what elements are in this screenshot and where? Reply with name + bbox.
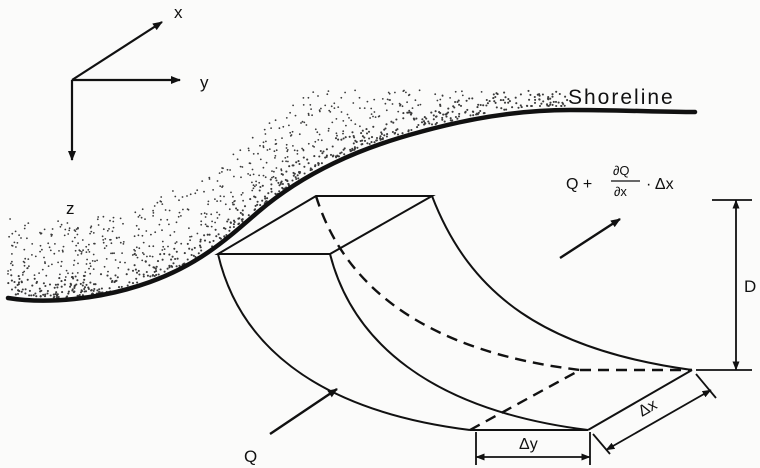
x-axis-label: x: [174, 3, 183, 22]
beach-sand-stipple: [7, 89, 569, 299]
depth-label: D: [744, 277, 756, 296]
inflow-arrow: [269, 388, 338, 435]
outflow-partial-denominator: ∂x: [614, 184, 627, 199]
delta-x-far-tick: [695, 373, 717, 399]
delta-x-near-tick: [592, 433, 611, 455]
outflow-label: Q +: [566, 176, 597, 193]
control-volume: [214, 195, 693, 431]
shoreline-label: Shoreline: [568, 86, 675, 109]
outflow-tail: · Δx: [646, 176, 674, 193]
hidden-profile-curve: [314, 195, 581, 372]
far-profile-curve: [431, 195, 693, 371]
delta-x-arrow: [605, 389, 712, 451]
z-axis-label: z: [66, 199, 75, 218]
outflow-arrow: [559, 217, 621, 260]
hidden-edges: [314, 195, 692, 432]
delta-x-dimension: [592, 373, 717, 455]
middle-profile-curve: [329, 253, 589, 431]
delta-y-label: Δy: [519, 436, 538, 453]
hidden-side-edge: [469, 368, 581, 432]
top-face: [214, 195, 436, 255]
delta-y-dimension: [475, 432, 591, 465]
shoreline-curve: [5, 107, 698, 303]
x-axis-arrow: [71, 21, 163, 81]
bottom-side-edge: [587, 369, 693, 431]
inflow-label: Q: [244, 447, 257, 466]
coordinate-axes: [68, 21, 181, 161]
depth-dimension: [696, 199, 752, 371]
outflow-partial-numerator: ∂Q: [613, 163, 630, 178]
y-axis-label: y: [200, 73, 209, 92]
near-profile-curve: [217, 253, 471, 431]
outflow-formula: Q + ∂Q ∂x · Δx: [566, 163, 674, 199]
